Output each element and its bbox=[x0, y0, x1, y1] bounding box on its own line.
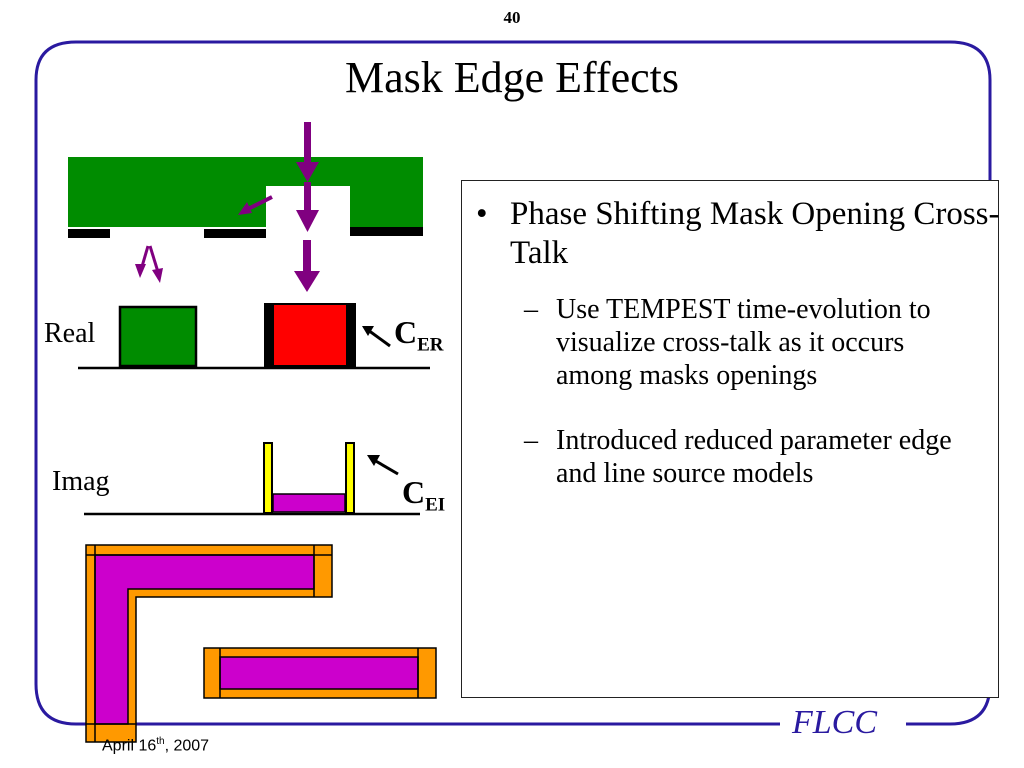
dash-icon: – bbox=[524, 294, 538, 325]
flcc-logo: FLCC bbox=[792, 704, 878, 741]
phase-shift-mask bbox=[68, 157, 423, 238]
real-label: Real bbox=[44, 318, 96, 349]
sub-bullet-text: Use TEMPEST time-evolution to visualize … bbox=[556, 294, 931, 391]
dash-icon: – bbox=[524, 425, 538, 456]
real-field-diagram bbox=[78, 303, 430, 370]
sub-bullet-text: Introduced reduced parameter edge and li… bbox=[556, 425, 952, 489]
light-arrows bbox=[135, 122, 320, 292]
bullet-dot-icon: • bbox=[476, 196, 488, 232]
bullet-textbox: • Phase Shifting Mask Opening Cross-Talk… bbox=[461, 180, 1000, 698]
imag-label: Imag bbox=[52, 466, 110, 497]
footer-date: April 16th, 2007 bbox=[102, 736, 210, 755]
bullet-text: Phase Shifting Mask Opening Cross-Talk bbox=[510, 196, 1000, 271]
page-number: 40 bbox=[503, 8, 521, 27]
cei-label: CEI bbox=[402, 474, 446, 516]
cei-arrow bbox=[367, 455, 399, 476]
imag-field-diagram bbox=[84, 442, 420, 516]
slide-title: Mask Edge Effects bbox=[345, 53, 679, 102]
cer-arrow bbox=[362, 326, 391, 348]
bar-feature bbox=[203, 647, 437, 699]
l-shape-feature bbox=[85, 544, 333, 743]
cer-label: CER bbox=[394, 314, 444, 356]
